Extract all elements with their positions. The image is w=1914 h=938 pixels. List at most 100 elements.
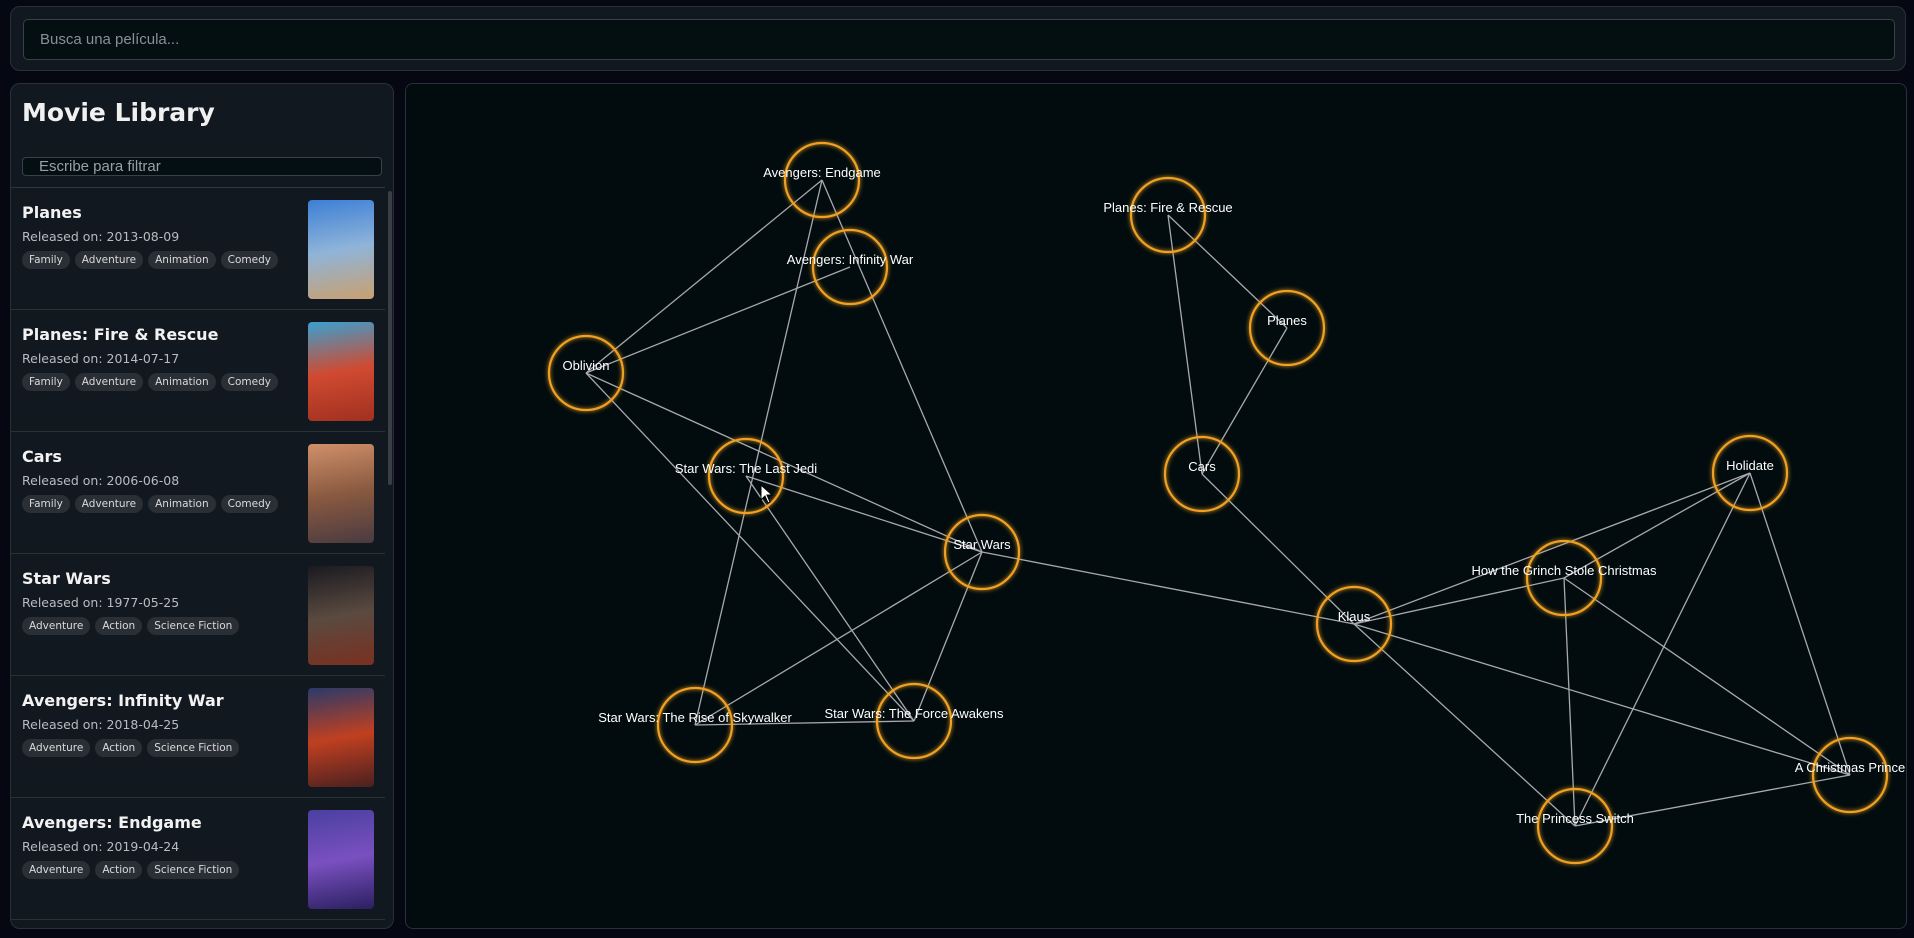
node-circle[interactable]: [875, 682, 953, 760]
graph-edge: [585, 372, 983, 553]
movie-poster: [308, 200, 374, 299]
movie-search-input[interactable]: [23, 19, 1895, 60]
graph-node-grinch[interactable]: How the Grinch Stole Christmas: [1472, 539, 1657, 617]
movie-library-sidebar: Movie Library Planes Released on: 2013-0…: [10, 83, 394, 929]
graph-edge: [1749, 472, 1851, 776]
node-circle[interactable]: [1536, 787, 1614, 865]
search-bar-panel: [10, 6, 1906, 71]
node-circle[interactable]: [811, 228, 889, 306]
graph-edge: [585, 372, 915, 722]
graph-edge: [745, 475, 915, 722]
graph-edge: [1563, 472, 1751, 579]
graph-edge: [1574, 472, 1751, 827]
graph-node-force[interactable]: Star Wars: The Force Awakens: [825, 682, 1004, 760]
movie-title: Cars: [22, 447, 62, 466]
mouse-cursor-icon: [760, 484, 774, 504]
graph-edge: [1353, 623, 1851, 776]
graph-node-klaus[interactable]: Klaus: [1315, 585, 1393, 663]
genre-tag: Adventure: [74, 373, 144, 391]
node-label: Cars: [1188, 459, 1216, 474]
node-label: The Princess Switch: [1516, 811, 1634, 826]
genre-tag: Action: [95, 739, 143, 757]
graph-node-princeswitch[interactable]: The Princess Switch: [1516, 787, 1634, 865]
graph-node-firerescue[interactable]: Planes: Fire & Rescue: [1103, 176, 1233, 254]
graph-node-holidate[interactable]: Holidate: [1711, 434, 1789, 512]
node-circle[interactable]: [1163, 435, 1241, 513]
scrollbar-thumb[interactable]: [388, 191, 392, 485]
release-date: Released on: 2013-08-09: [22, 229, 180, 244]
release-date: Released on: 1977-05-25: [22, 595, 180, 610]
node-circle[interactable]: [707, 437, 785, 515]
filter-input[interactable]: [22, 157, 382, 176]
node-label: A Christmas Prince: [1795, 760, 1906, 775]
release-date: Released on: 2014-07-17: [22, 351, 180, 366]
node-circle[interactable]: [1129, 176, 1207, 254]
node-circle[interactable]: [1248, 289, 1326, 367]
graph-edge: [1353, 472, 1751, 625]
graph-edge: [1201, 473, 1355, 625]
genre-tag: Science Fiction: [147, 739, 240, 757]
release-date: Released on: 2019-04-24: [22, 839, 180, 854]
genre-tag: Action: [95, 861, 143, 879]
graph-node-lastjedi[interactable]: Star Wars: The Last Jedi: [675, 437, 817, 515]
movie-list-item[interactable]: Avengers: Infinity War Released on: 2018…: [11, 676, 385, 798]
node-circle[interactable]: [1315, 585, 1393, 663]
movie-poster: [308, 810, 374, 909]
genre-tag: Adventure: [22, 739, 91, 757]
genre-tag: Adventure: [74, 495, 144, 513]
graph-node-planes[interactable]: Planes: [1248, 289, 1326, 367]
graph-edge: [1167, 214, 1288, 329]
node-circle[interactable]: [783, 141, 861, 219]
genre-tag: Science Fiction: [147, 861, 240, 879]
graph-node-infinity[interactable]: Avengers: Infinity War: [787, 228, 914, 306]
graph-edge: [585, 179, 823, 374]
movie-list-item[interactable]: Star Wars Released on: 1977-05-25 Advent…: [11, 554, 385, 676]
movie-title: Star Wars: [22, 569, 111, 588]
node-label: Star Wars: The Rise of Skywalker: [598, 710, 792, 725]
genre-tag: Comedy: [220, 495, 278, 513]
genre-tag: Comedy: [220, 251, 278, 269]
node-label: Klaus: [1338, 609, 1371, 624]
graph-edge: [694, 551, 983, 726]
node-label: Oblivion: [563, 358, 610, 373]
graph-node-starwars[interactable]: Star Wars: [943, 513, 1021, 591]
genre-tag: Action: [95, 617, 143, 635]
release-date: Released on: 2006-06-08: [22, 473, 180, 488]
node-circle[interactable]: [943, 513, 1021, 591]
graph-node-oblivion[interactable]: Oblivion: [547, 334, 625, 412]
node-label: Star Wars: [953, 537, 1011, 552]
graph-edge: [913, 551, 983, 722]
node-circle[interactable]: [1525, 539, 1603, 617]
node-label: Holidate: [1726, 458, 1774, 473]
graph-node-xmasprince[interactable]: A Christmas Prince: [1795, 736, 1906, 814]
genre-tag: Adventure: [22, 861, 91, 879]
genre-tag: Family: [22, 495, 70, 513]
node-circle[interactable]: [1811, 736, 1889, 814]
movie-list-item[interactable]: Avengers: Endgame Released on: 2019-04-2…: [11, 798, 385, 920]
node-circle[interactable]: [1711, 434, 1789, 512]
graph-edge: [1563, 577, 1851, 776]
graph-node-endgame[interactable]: Avengers: Endgame: [763, 141, 881, 219]
movie-list-scrollbar[interactable]: [386, 187, 393, 928]
graph-node-cars[interactable]: Cars: [1163, 435, 1241, 513]
node-circle[interactable]: [547, 334, 625, 412]
graph-edge: [1353, 577, 1565, 625]
node-label: Avengers: Endgame: [763, 165, 881, 180]
genre-tag: Comedy: [220, 373, 278, 391]
graph-node-rise[interactable]: Star Wars: The Rise of Skywalker: [598, 686, 792, 764]
genre-tag: Animation: [148, 251, 216, 269]
node-circle[interactable]: [656, 686, 734, 764]
graph-edge: [585, 266, 851, 374]
movie-list-item[interactable]: Planes: Fire & Rescue Released on: 2014-…: [11, 310, 385, 432]
